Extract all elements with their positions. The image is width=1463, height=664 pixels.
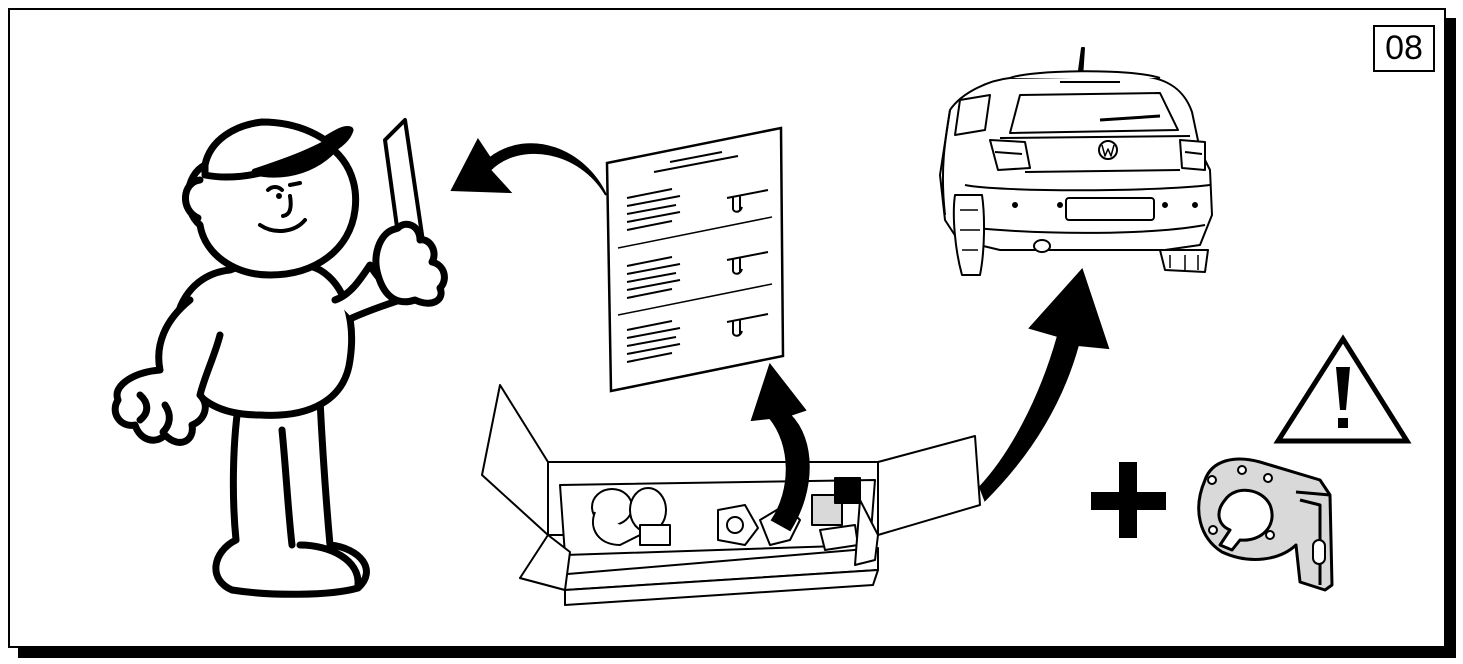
arrow-to-car-icon — [978, 268, 1110, 502]
socket-bracket-icon — [1197, 457, 1334, 592]
step-number-badge: 08 — [1373, 25, 1435, 72]
warning-triangle-icon — [1273, 334, 1412, 444]
frame-shadow-right — [1446, 18, 1456, 658]
parts-box-icon — [481, 384, 981, 606]
car-rear-icon — [939, 47, 1213, 276]
worker-icon — [111, 118, 448, 598]
arrow-to-sheet-icon — [750, 362, 810, 532]
frame-shadow-bottom — [18, 648, 1456, 658]
arrow-to-worker-icon — [450, 138, 607, 196]
instruction-sheet-icon — [605, 126, 785, 393]
plus-icon — [1091, 462, 1166, 538]
